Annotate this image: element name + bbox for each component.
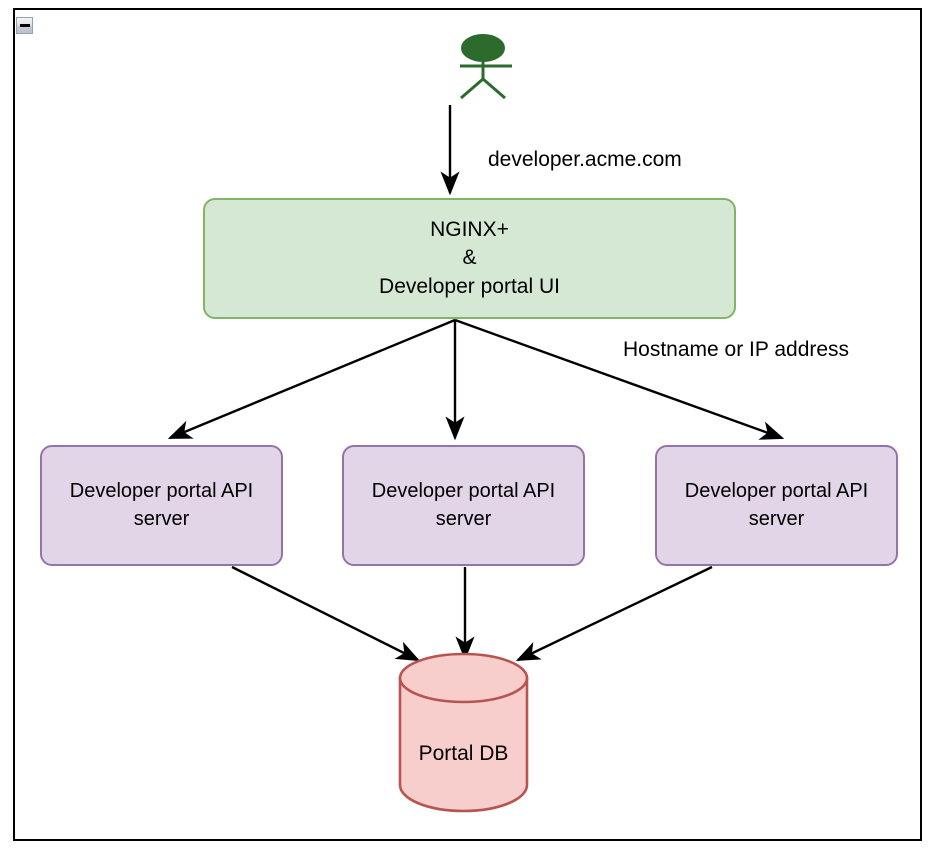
minus-icon bbox=[19, 24, 30, 27]
node-api-server-1[interactable]: Developer portal API server bbox=[40, 445, 283, 566]
node-api-server-3-label: Developer portal API server bbox=[684, 480, 869, 530]
node-api-server-3[interactable]: Developer portal API server bbox=[655, 445, 898, 566]
node-api-server-2-label: Developer portal API server bbox=[371, 480, 556, 530]
edge-label-developer-acme-com: developer.acme.com bbox=[488, 148, 682, 171]
collapse-toggle-button[interactable] bbox=[16, 17, 33, 34]
node-nginx-label: NGINX+ & Developer portal UI bbox=[379, 217, 560, 298]
node-nginx-developer-portal-ui[interactable]: NGINX+ & Developer portal UI bbox=[203, 198, 736, 319]
portal-db-label: Portal DB bbox=[418, 742, 509, 765]
diagram-frame bbox=[13, 8, 922, 841]
edge-label-hostname-or-ip: Hostname or IP address bbox=[623, 338, 850, 361]
node-api-server-2[interactable]: Developer portal API server bbox=[342, 445, 585, 566]
node-api-server-1-label: Developer portal API server bbox=[69, 480, 254, 530]
